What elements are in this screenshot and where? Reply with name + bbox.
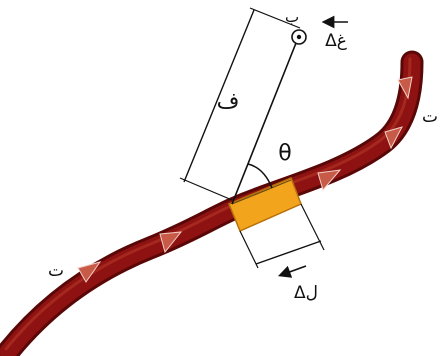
segment-extension-line <box>231 179 292 205</box>
current-direction-arrow <box>77 261 102 283</box>
distance-extension-top <box>249 7 301 29</box>
delta-l-dimension-line <box>255 240 322 265</box>
delta-l-extension-right <box>300 203 325 251</box>
radius-line <box>231 37 299 205</box>
wire-outline <box>0 50 424 356</box>
current-wire <box>0 53 421 356</box>
current-direction-arrow <box>159 231 183 254</box>
distance-label: ف <box>217 89 240 114</box>
current-label-left: ت <box>48 261 64 281</box>
dot-in-circle-center <box>296 34 302 40</box>
current-label-right: ت <box>422 107 438 127</box>
distance-dimension-line <box>183 9 255 183</box>
current-direction-arrow <box>384 126 403 150</box>
delta-l-label: Δل <box>294 283 318 303</box>
current-direction-arrow <box>317 169 342 192</box>
delta-b-label: Δغ <box>325 31 347 51</box>
delta-l-extension-left <box>239 230 259 269</box>
current-direction-arrow <box>397 76 413 100</box>
delta-l-direction-arrow <box>277 265 307 278</box>
distance-extension-bottom <box>179 177 233 201</box>
angle-arc <box>247 163 273 189</box>
point-label: ب <box>285 8 299 26</box>
angle-label: θ <box>278 141 291 166</box>
